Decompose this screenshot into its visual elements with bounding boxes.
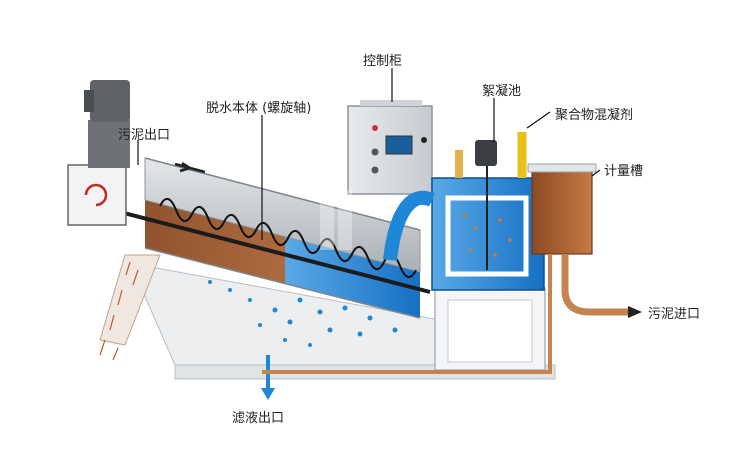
label-sludge-outlet: 污泥出口: [118, 128, 171, 143]
leader-lines: [137, 68, 601, 240]
label-dewatering-body: 脱水本体 (螺旋轴): [206, 101, 312, 116]
dewatering-body: [119, 157, 431, 347]
label-metering-tank: 计量槽: [604, 164, 644, 179]
inlet-arrow: [628, 306, 642, 318]
screw-flights: [159, 198, 417, 278]
watermark-logo: [320, 190, 352, 250]
control-cabinet: [347, 100, 433, 195]
drive-motor: [67, 80, 130, 226]
sludge-inlet-pipe: [561, 254, 628, 316]
direction-arrow: [174, 161, 206, 174]
label-sludge-inlet: 污泥进口: [648, 307, 701, 322]
return-pipe: [262, 254, 552, 374]
label-polymer-flocculant: 聚合物混凝剂: [555, 108, 634, 123]
label-flocculation-tank: 絮凝池: [482, 84, 522, 99]
sludge-cake-discharge: [99, 254, 161, 361]
flocculation-tank: [431, 140, 545, 291]
metering-tank: [527, 163, 597, 255]
label-control-cabinet: 控制柜: [363, 54, 403, 69]
filtrate-droplets: [208, 280, 398, 347]
label-filtrate-outlet: 滤液出口: [232, 411, 285, 426]
feed-hose: [383, 191, 435, 261]
